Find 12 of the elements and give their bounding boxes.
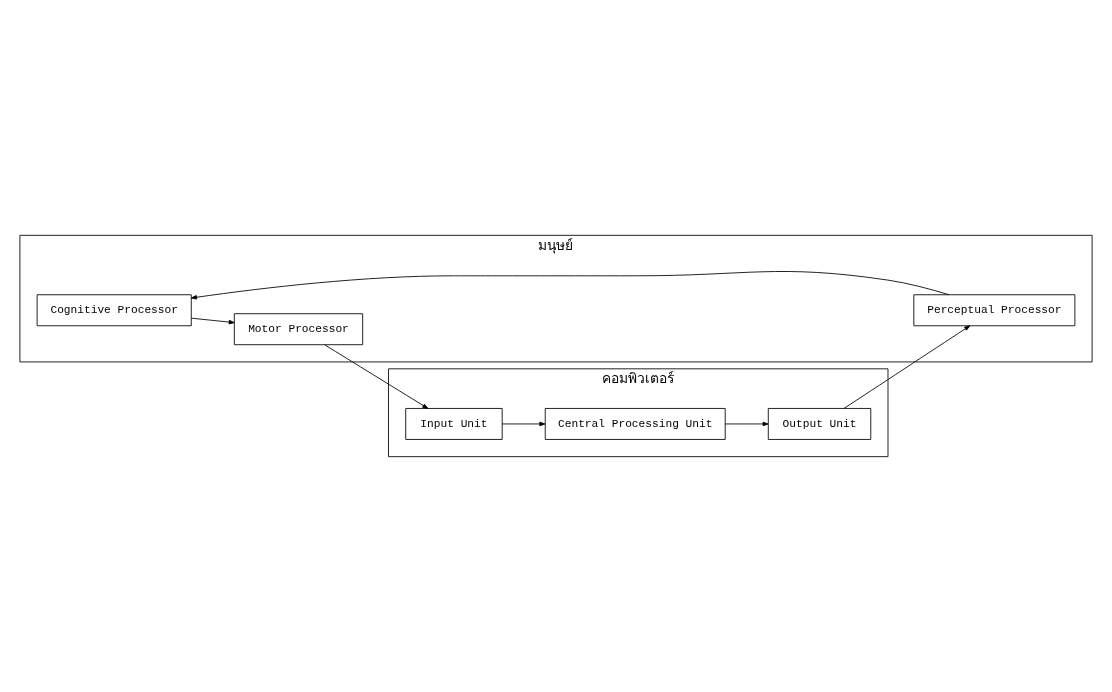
arrow [724,421,769,427]
arrow [843,325,971,409]
node-box: Motor Processor [233,313,364,346]
node-box: Input Unit [405,408,503,440]
arrow [324,344,429,409]
arrow [501,421,546,427]
node-box: Cognitive Processor [36,294,192,327]
node-box: Perceptual Processor [913,294,1076,327]
node-box: Central Processing Unit [544,408,726,440]
arrow [191,317,235,325]
node-box: Output Unit [767,408,872,440]
arrow [190,271,950,300]
